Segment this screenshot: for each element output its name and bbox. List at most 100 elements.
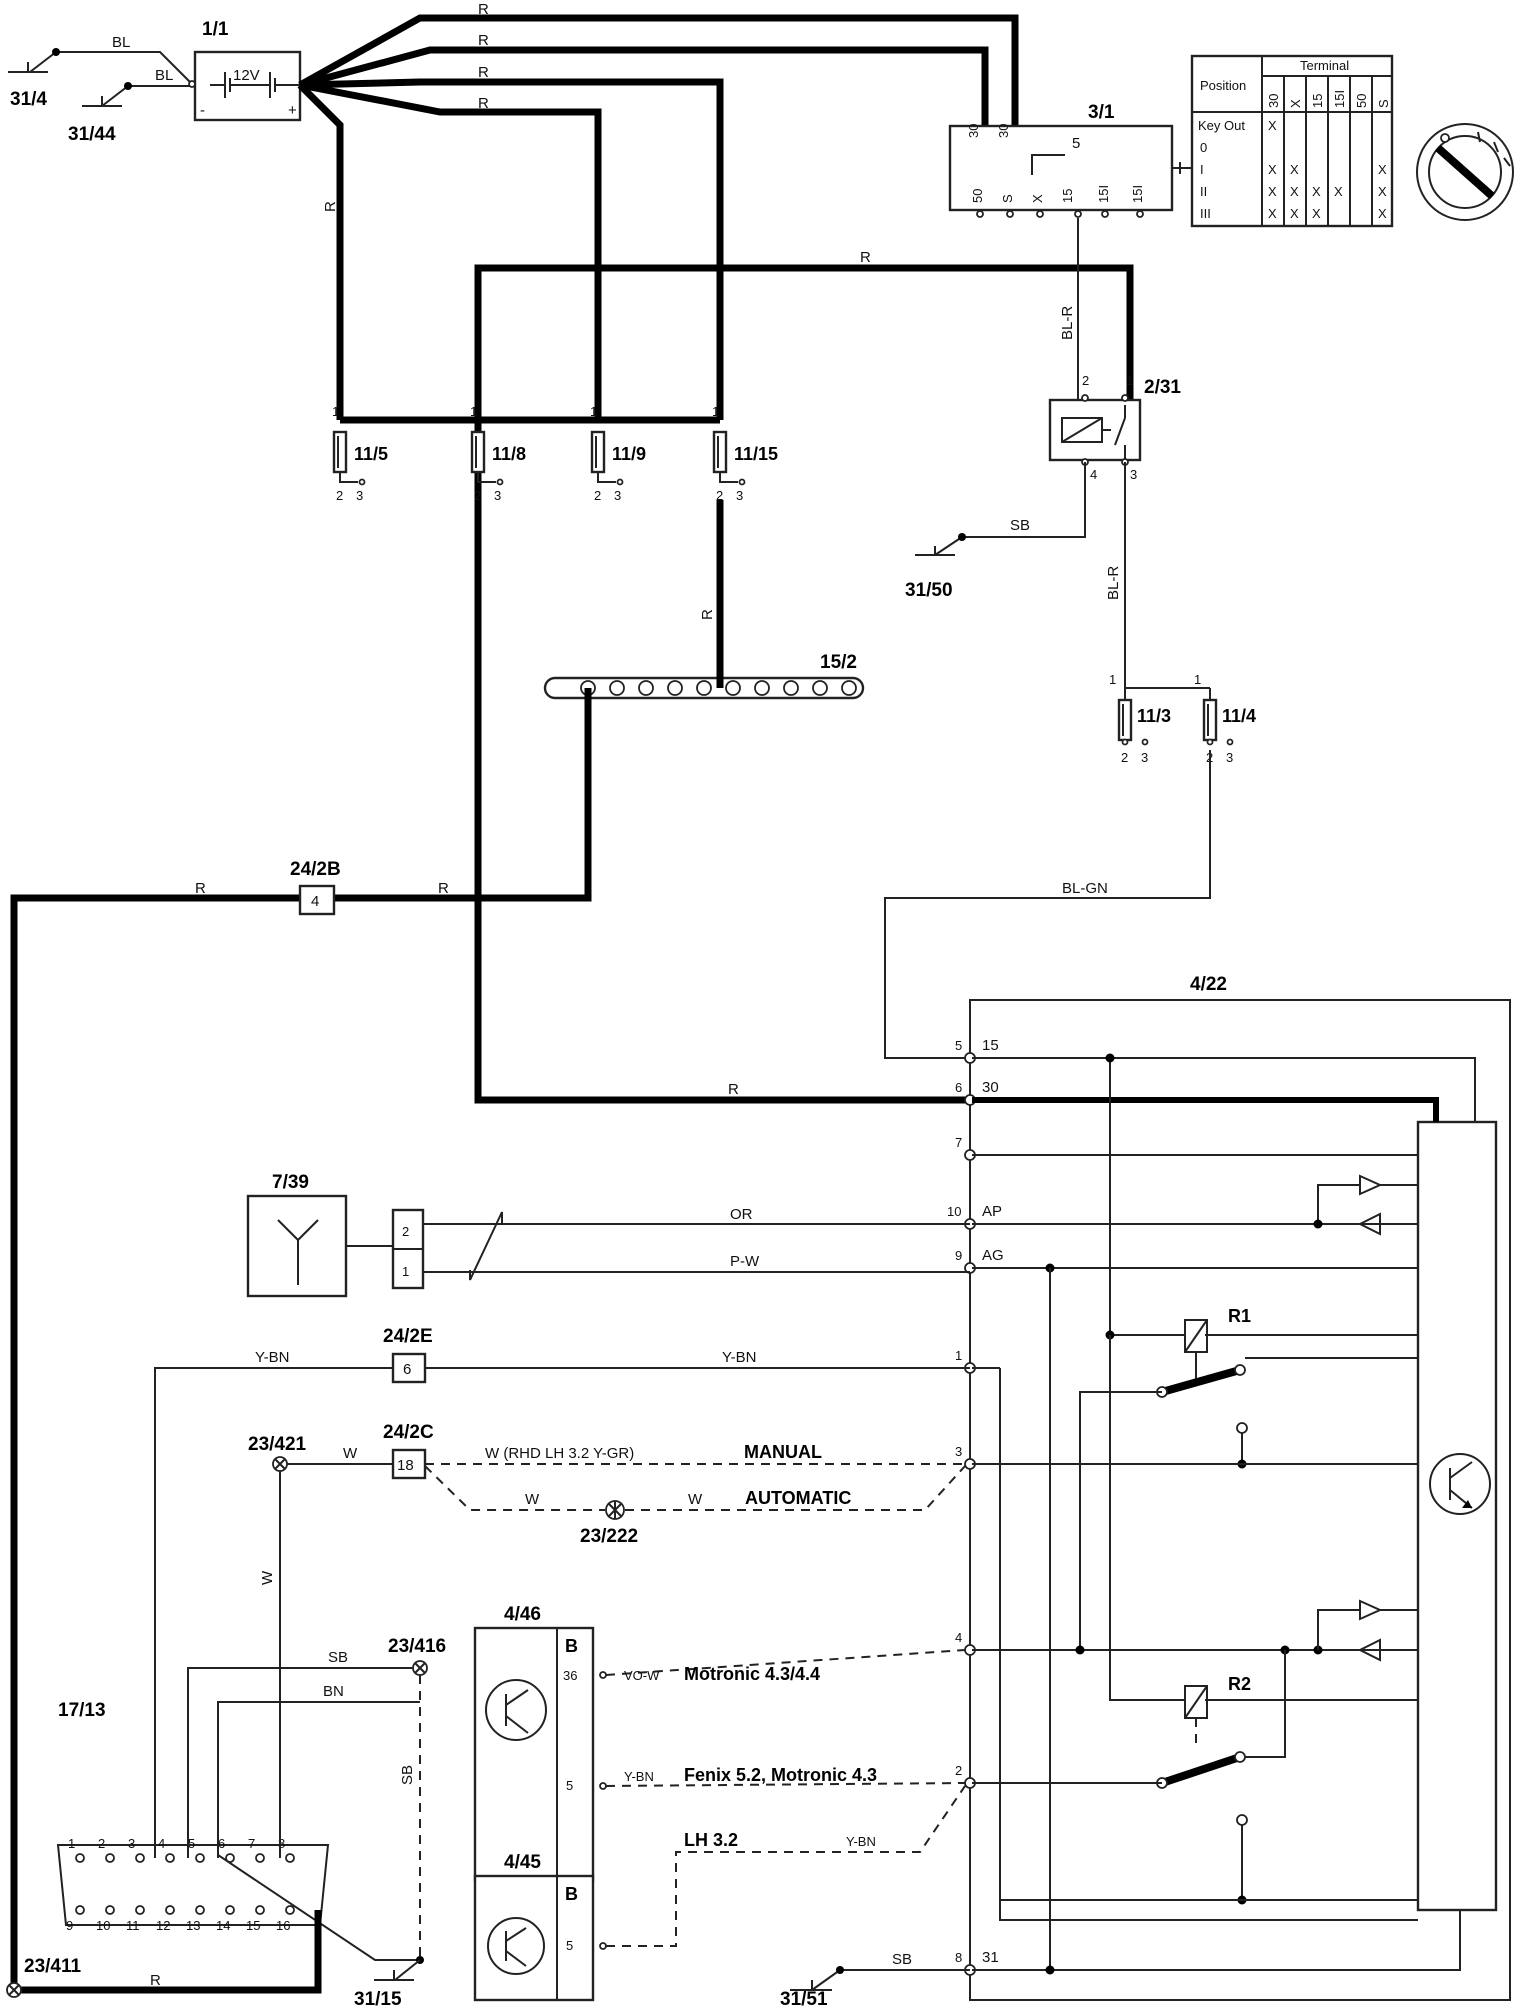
position-mark: X	[1378, 184, 1387, 199]
svg-text:1: 1	[1126, 373, 1133, 388]
diag-pin	[195, 1853, 205, 1863]
position-mark: X	[1268, 206, 1277, 221]
svg-text:3: 3	[1130, 467, 1137, 482]
diag-pin	[225, 1905, 235, 1915]
svg-text:4: 4	[1090, 467, 1097, 482]
module-ic	[1416, 1120, 1498, 1912]
svg-text:1: 1	[590, 404, 597, 419]
svg-text:BL-R: BL-R	[1105, 566, 1122, 600]
position-mark: X	[1268, 162, 1277, 177]
diag-pin	[225, 1853, 235, 1863]
svg-text:BL: BL	[112, 34, 130, 51]
svg-text:R: R	[478, 64, 489, 81]
svg-text:R: R	[728, 1081, 739, 1098]
svg-text:15/2: 15/2	[820, 652, 857, 673]
connector-24-2b: 4 24/2B	[290, 859, 341, 916]
svg-text:15: 15	[246, 1918, 260, 1933]
svg-text:17/13: 17/13	[58, 1700, 106, 1721]
svg-text:BN: BN	[323, 1683, 344, 1700]
svg-text:6: 6	[955, 1080, 962, 1095]
blgn-wire: BL-GN	[884, 750, 1211, 1059]
diag-pin	[165, 1905, 175, 1915]
svg-text:31/51: 31/51	[780, 1989, 828, 2010]
diag-pin	[255, 1905, 265, 1915]
relay-2-31: 2 1 2/31 4 3 BL-R SB 31/50 BL-R	[905, 218, 1181, 688]
busbar-hole	[812, 680, 828, 696]
svg-text:R: R	[438, 880, 449, 897]
svg-text:Position: Position	[1200, 78, 1246, 93]
svg-text:W: W	[688, 1491, 703, 1508]
diag-pin	[195, 1905, 205, 1915]
svg-text:2/31: 2/31	[1144, 377, 1181, 398]
svg-text:31/44: 31/44	[68, 124, 116, 145]
svg-text:R1: R1	[1228, 1306, 1251, 1326]
svg-text:B: B	[565, 1884, 578, 1904]
svg-text:2: 2	[474, 488, 481, 503]
ecu-4-46: 4/46 B 36 5 VO-W Motronic 4.3/4.4 Y-BN F…	[473, 1604, 966, 1882]
svg-text:30: 30	[966, 124, 981, 138]
svg-text:VO-W: VO-W	[624, 1668, 660, 1683]
svg-text:31/15: 31/15	[354, 1989, 402, 2010]
svg-text:1: 1	[470, 404, 477, 419]
svg-text:3: 3	[494, 488, 501, 503]
svg-text:13: 13	[186, 1918, 200, 1933]
svg-text:W: W	[343, 1445, 358, 1462]
svg-text:30: 30	[982, 1079, 999, 1096]
svg-text:SB: SB	[399, 1765, 416, 1785]
svg-text:1: 1	[955, 1348, 962, 1363]
svg-text:8: 8	[955, 1950, 962, 1965]
fuse-label: 11/15	[734, 444, 778, 464]
svg-text:23/421: 23/421	[248, 1434, 307, 1455]
position-mark: X	[1312, 206, 1321, 221]
svg-text:MANUAL: MANUAL	[744, 1442, 822, 1462]
battery-voltage: 12V	[233, 67, 260, 84]
svg-text:6: 6	[403, 1361, 411, 1378]
svg-text:6: 6	[218, 1836, 225, 1851]
svg-text:1: 1	[332, 404, 339, 419]
svg-text:5: 5	[955, 1038, 962, 1053]
battery-id: 1/1	[202, 19, 229, 40]
diag-pin	[75, 1853, 85, 1863]
diag-pin	[285, 1905, 295, 1915]
svg-text:+: +	[288, 102, 297, 119]
svg-text:2: 2	[98, 1836, 105, 1851]
svg-text:31/50: 31/50	[905, 580, 953, 601]
diag-pin	[285, 1853, 295, 1863]
svg-text:S: S	[1376, 99, 1391, 108]
svg-text:24/2E: 24/2E	[383, 1326, 433, 1347]
fuse	[590, 430, 606, 474]
svg-text:12: 12	[156, 1918, 170, 1933]
svg-text:8: 8	[278, 1836, 285, 1851]
position-mark: X	[1290, 162, 1299, 177]
svg-text:36: 36	[563, 1668, 577, 1683]
busbar-hole	[638, 680, 654, 696]
position-mark: X	[1268, 184, 1277, 199]
fuse	[470, 430, 486, 474]
svg-text:4: 4	[955, 1630, 962, 1645]
busbar-hole	[667, 680, 683, 696]
svg-text:2: 2	[594, 488, 601, 503]
svg-text:SB: SB	[1010, 517, 1030, 534]
svg-text:1: 1	[402, 1264, 409, 1279]
ignition-switch-box	[948, 124, 1174, 212]
ignition-position-table: Position Terminal 30 X 15 15I 50 S Key O…	[1190, 54, 1394, 228]
svg-text:Y-BN: Y-BN	[255, 1349, 289, 1366]
svg-text:0: 0	[1200, 140, 1207, 155]
svg-text:2: 2	[402, 1224, 409, 1239]
svg-text:BL-GN: BL-GN	[1062, 880, 1108, 897]
splice-23-411: 23/411	[6, 1956, 81, 1998]
busbar-hole	[841, 680, 857, 696]
svg-text:R2: R2	[1228, 1674, 1251, 1694]
antenna-7-39: 7/39 2 1 OR P-W	[246, 1172, 970, 1298]
busbar-15-2: 15/2 R R R R	[10, 500, 865, 1994]
svg-text:15: 15	[1310, 94, 1325, 108]
busbar-hole	[696, 680, 712, 696]
svg-text:R: R	[478, 1, 489, 18]
svg-text:15I: 15I	[1332, 90, 1347, 108]
svg-text:BL-R: BL-R	[1059, 306, 1076, 340]
svg-text:1: 1	[1194, 672, 1201, 687]
svg-text:23/411: 23/411	[24, 1956, 81, 1977]
svg-text:S: S	[1000, 194, 1015, 203]
